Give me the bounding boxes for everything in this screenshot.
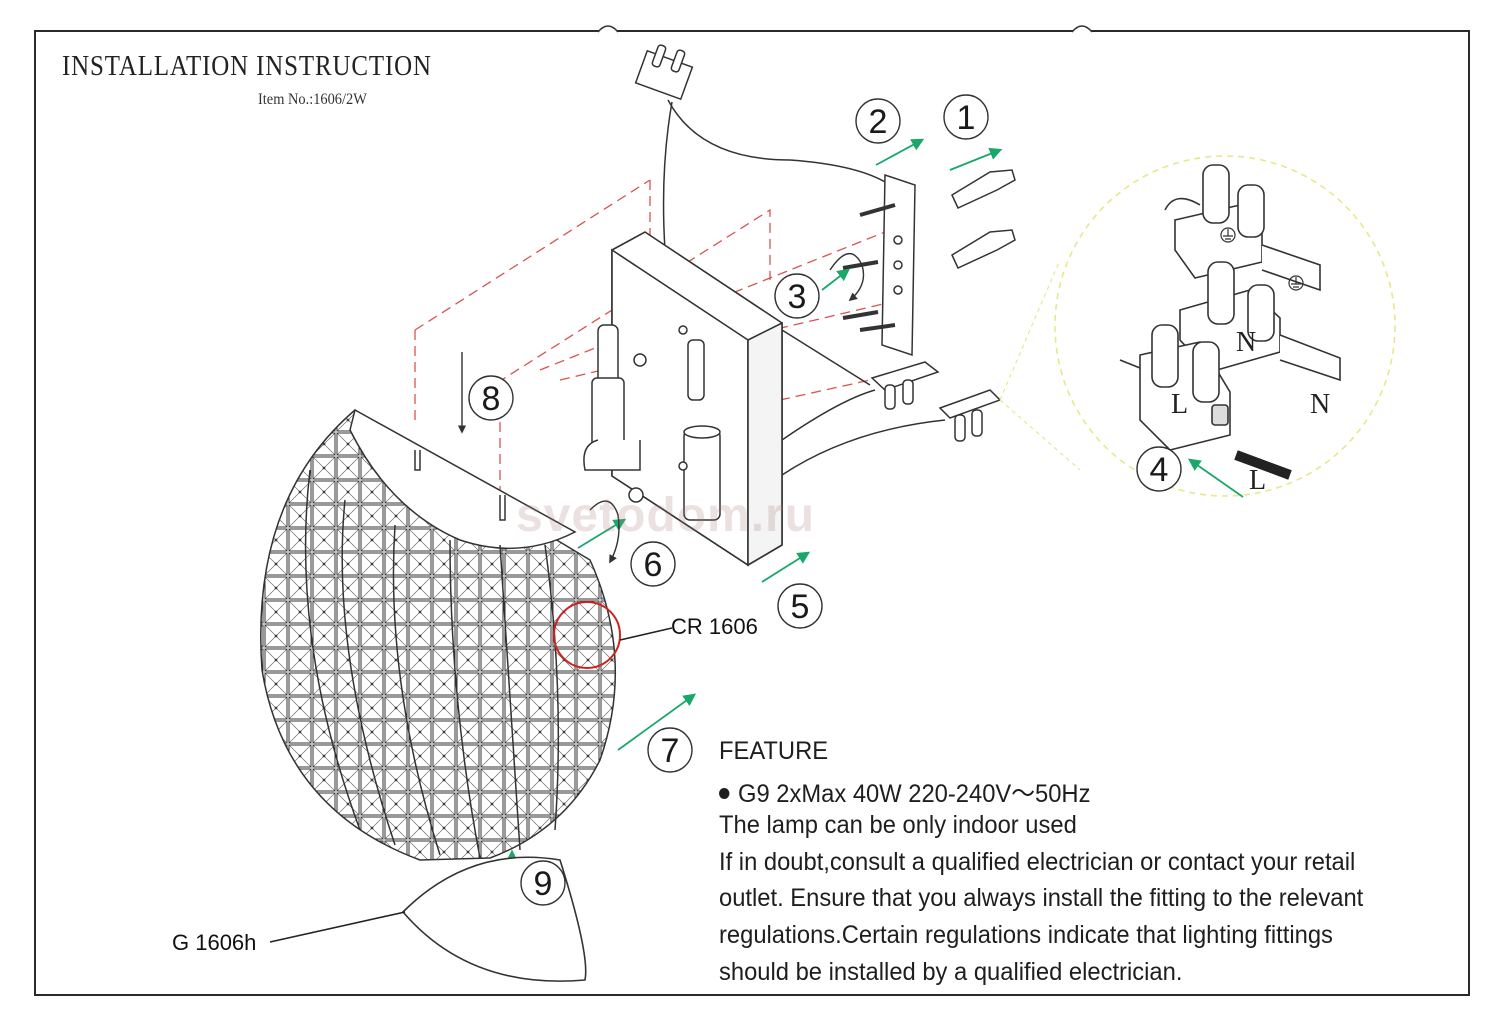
upper-connector: [634, 44, 891, 251]
step-circle-6: [630, 541, 676, 587]
rotate-arrow-3: [829, 253, 865, 302]
wiring-zoom-circle: [1054, 155, 1396, 497]
step-number-2: 2: [869, 103, 888, 141]
step-number-7: 7: [661, 732, 680, 770]
feature-line: outlet. Ensure that you always install t…: [719, 884, 1364, 912]
step-markers: 1 2 3 4 5 6 7 8 9: [468, 94, 1182, 906]
mounting-bracket: [842, 173, 916, 357]
step-number-3: 3: [788, 278, 807, 316]
bullet-icon: [719, 787, 730, 799]
step-circle-7: [647, 727, 693, 773]
rotate-arrow-6: [589, 500, 620, 564]
step-circle-8: [468, 375, 514, 421]
terminal-n-label: N: [1236, 327, 1256, 358]
step-circle-3: [774, 273, 820, 319]
step-arrows: [505, 138, 1244, 918]
feature-heading: FEATURE: [719, 737, 829, 765]
top-clips: [597, 25, 1093, 33]
page-title: INSTALLATION INSTRUCTION: [62, 50, 432, 82]
page-frame: [34, 30, 1470, 996]
feature-line: should be installed by a qualified elect…: [719, 958, 1183, 986]
item-number: Item No.:1606/2W: [258, 91, 367, 108]
terminal-blocks: [1119, 164, 1341, 480]
step-number-6: 6: [644, 546, 663, 584]
glass-leader-line: [269, 911, 406, 943]
feature-indoor: The lamp can be only indoor used: [719, 811, 1077, 839]
crystal-leader-line: [619, 627, 673, 641]
step-number-4: 4: [1150, 451, 1169, 489]
step-number-1: 1: [957, 99, 976, 137]
crystal-part-label: CR 1606: [671, 614, 758, 639]
feature-line: regulations.Certain regulations indicate…: [719, 921, 1333, 949]
step-circle-1: [943, 94, 989, 140]
crystal-highlight-circle: [553, 601, 621, 669]
watermark: svetodom.ru: [516, 489, 816, 542]
feature-spec: G9 2xMax 40W 220-240V～50Hz: [719, 774, 1090, 810]
neutral-wire-label: N: [1310, 389, 1330, 420]
step-circle-4: [1136, 446, 1182, 492]
crystal-shade: [260, 408, 616, 861]
feature-line: If in doubt,consult a qualified electric…: [719, 848, 1356, 876]
wall-plugs: [951, 169, 1016, 269]
step-circle-5: [777, 583, 823, 629]
step-circle-9: [520, 860, 566, 906]
step-number-9: 9: [534, 865, 553, 903]
step-number-8: 8: [482, 380, 501, 418]
terminal-l-label: L: [1171, 389, 1188, 420]
step-number-5: 5: [791, 588, 810, 626]
step-circle-2: [855, 98, 901, 144]
lamp-holders: [583, 324, 721, 521]
live-wire-label: L: [1249, 465, 1266, 496]
ground-symbols: [1220, 227, 1304, 291]
feature-spec-text: G9 2xMax 40W 220-240V～50Hz: [738, 780, 1091, 808]
glass-part-label: G 1606h: [172, 930, 257, 955]
zoom-leader: [999, 259, 1081, 471]
lower-connectors: [781, 329, 1002, 476]
